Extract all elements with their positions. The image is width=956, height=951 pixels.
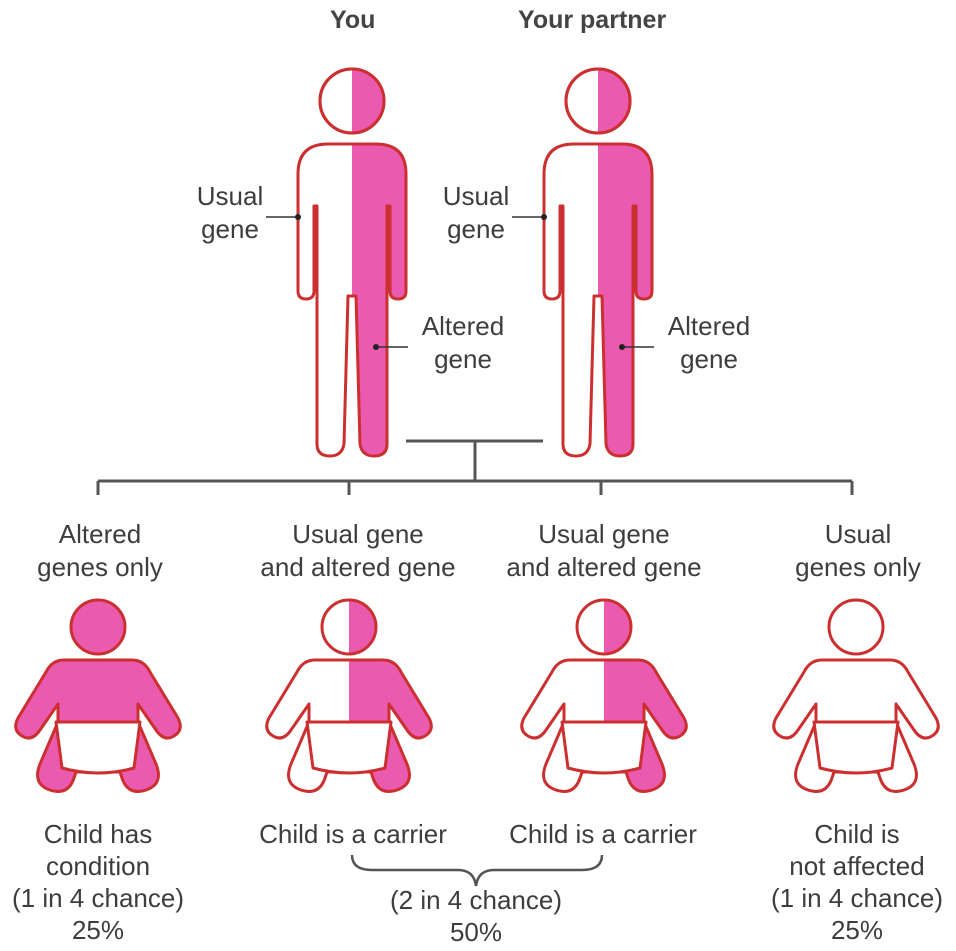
child-2-baby <box>267 600 432 792</box>
parent-partner-body <box>544 144 652 456</box>
child-4-percent: 25% <box>764 914 950 946</box>
carrier-group-percent: 50% <box>376 916 576 948</box>
parent-you-title: You <box>330 6 375 35</box>
parent-partner-title: Your partner <box>518 6 666 35</box>
child-4-chance: (1 in 4 chance) <box>764 882 950 914</box>
parent-partner-figure <box>544 69 652 456</box>
child-1-chance: (1 in 4 chance) <box>8 882 188 914</box>
parent-partner-head <box>566 69 630 133</box>
parent-you-body <box>298 144 406 456</box>
child-4-baby <box>774 600 939 792</box>
inheritance-connector <box>98 441 852 495</box>
parent-partner-usual-pointer <box>512 214 547 220</box>
child-2-outcome-label: Child is a carrier <box>248 818 458 851</box>
carrier-group-chance: (2 in 4 chance) <box>376 884 576 916</box>
child-1-percent: 25% <box>8 914 188 946</box>
parent-you-head <box>320 69 384 133</box>
child-1-baby <box>16 600 181 792</box>
child-3-outcome-label: Child is a carrier <box>498 818 708 851</box>
parent-you-figure <box>298 69 406 456</box>
carrier-group-brace <box>352 855 602 886</box>
carrier-group-chance-label: (2 in 4 chance) 50% <box>376 884 576 948</box>
parent-you-usual-pointer <box>266 214 301 220</box>
child-3-baby <box>522 600 687 792</box>
